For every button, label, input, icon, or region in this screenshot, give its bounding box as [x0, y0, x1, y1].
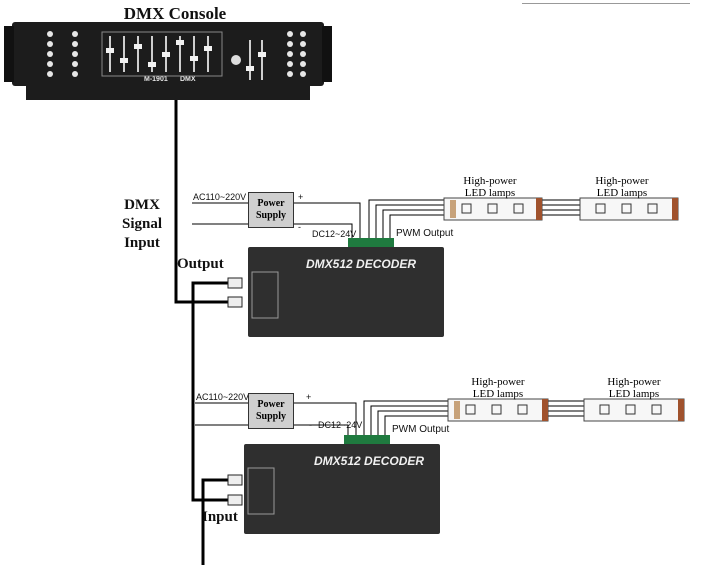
xlr-jack: [227, 494, 243, 506]
plus-terminal: +: [298, 192, 304, 202]
signal-label-line2: Signal: [121, 216, 163, 232]
console-model: M-1901: [144, 76, 168, 83]
power-supply-line1: Power: [257, 198, 285, 209]
lamp-label-line1: High-power: [471, 376, 525, 388]
xlr-jack: [227, 277, 243, 289]
lamp-label-line2: LED lamps: [464, 187, 516, 199]
signal-label-line3: Input: [124, 235, 160, 251]
ac-input-label: AC110~220V: [196, 392, 250, 402]
power-supply-line2: Supply: [255, 210, 287, 221]
led-strips-unit2: [447, 398, 685, 422]
led-strips-unit1: [443, 197, 679, 221]
dmx512-decoder: DMX512 DECODER: [244, 444, 440, 534]
led-lamp-label: High-power LED lamps: [596, 376, 672, 400]
console-suffix: DMX: [180, 76, 196, 83]
plus-terminal: +: [306, 392, 312, 402]
minus-terminal: -: [309, 420, 312, 430]
power-supply-line1: Power: [257, 399, 285, 410]
lamp-label-line1: High-power: [595, 175, 649, 187]
dc-voltage-label: DC12~24V: [318, 420, 363, 430]
lamp-label-line2: LED lamps: [472, 388, 524, 400]
signal-label-line1: DMX: [124, 197, 160, 213]
minus-terminal: -: [298, 222, 301, 232]
dmx512-decoder: DMX512 DECODER: [248, 247, 444, 337]
xlr-jack: [227, 474, 243, 486]
input-label: Input: [202, 509, 238, 525]
pwm-output-label: PWM Output: [396, 228, 454, 239]
dc-voltage-label: DC12~24V: [312, 229, 357, 239]
lamp-label-line2: LED lamps: [608, 388, 660, 400]
decoder-title: DMX512 DECODER: [314, 454, 425, 468]
led-lamp-label: High-power LED lamps: [460, 376, 536, 400]
output-label: Output: [177, 256, 224, 272]
xlr-jack: [227, 296, 243, 308]
diagram-title: DMX Console: [123, 4, 227, 23]
lamp-label-line1: High-power: [607, 376, 661, 388]
decoder-title: DMX512 DECODER: [306, 257, 417, 271]
power-supply-line2: Supply: [255, 411, 287, 422]
dmx-signal-input-label: DMX Signal Input: [112, 196, 172, 253]
led-lamp-label: High-power LED lamps: [584, 175, 660, 199]
lamp-label-line2: LED lamps: [596, 187, 648, 199]
pwm-output-label: PWM Output: [392, 424, 450, 435]
top-divider: [522, 3, 690, 4]
dmx-cable: [174, 100, 237, 565]
dmx-console: M-1901 DMX: [12, 22, 324, 86]
led-lamp-label: High-power LED lamps: [452, 175, 528, 199]
lamp-label-line1: High-power: [463, 175, 517, 187]
ac-input-label: AC110~220V: [193, 192, 247, 202]
